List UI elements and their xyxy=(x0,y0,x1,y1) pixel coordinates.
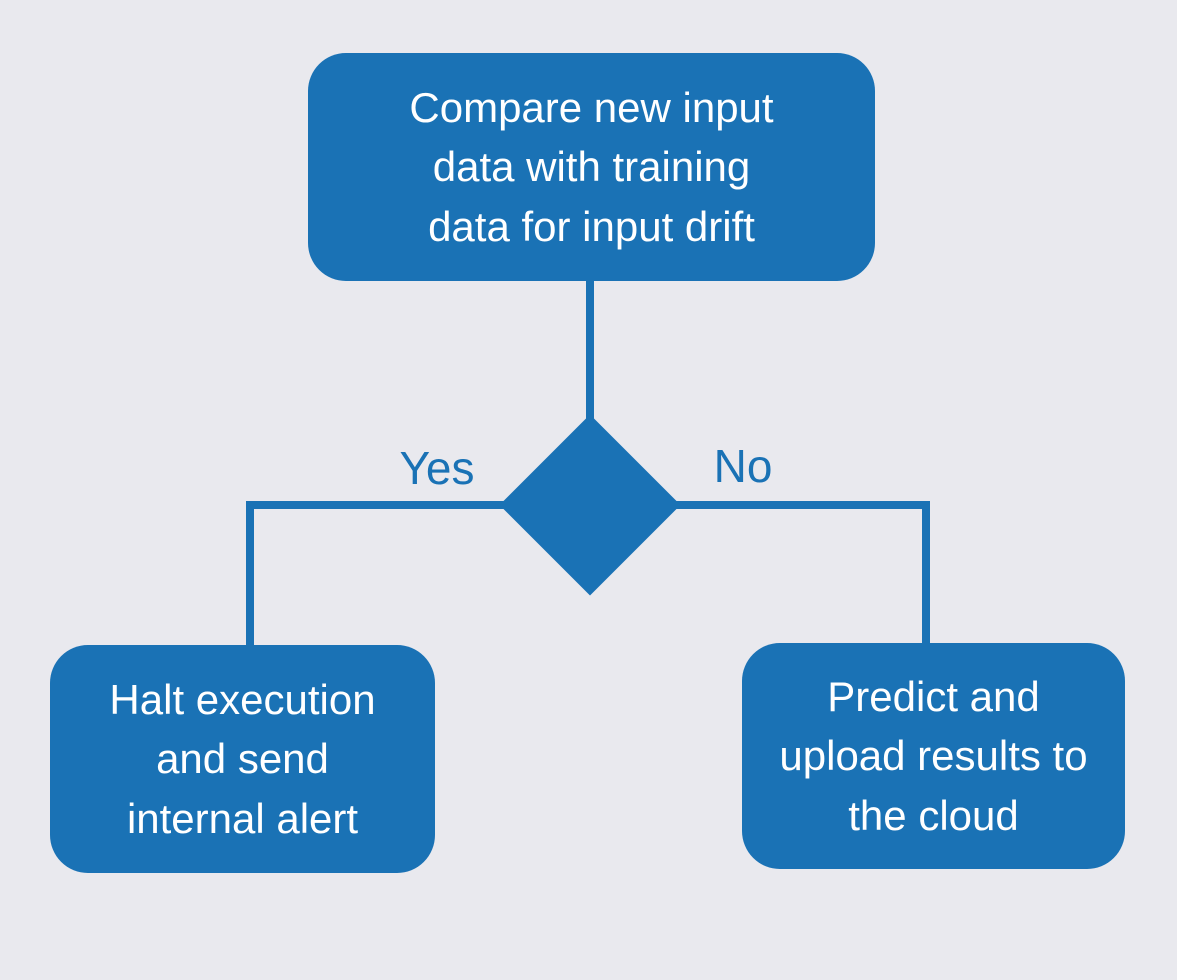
decision-diamond xyxy=(499,414,681,596)
connector-no-horizontal xyxy=(672,501,930,509)
process-node-predict-upload: Predict and upload results to the cloud xyxy=(742,643,1125,869)
connector-top-to-decision xyxy=(586,281,594,421)
process-node-compare-input-drift: Compare new input data with training dat… xyxy=(308,53,875,281)
process-node-label: Halt execution and send internal alert xyxy=(109,675,376,842)
connector-yes-horizontal xyxy=(246,501,506,509)
process-node-halt-execution: Halt execution and send internal alert xyxy=(50,645,435,873)
branch-label-yes: Yes xyxy=(399,442,475,494)
connector-no-vertical xyxy=(922,501,930,647)
process-node-label: Predict and upload results to the cloud xyxy=(779,672,1088,839)
connector-yes-vertical xyxy=(246,501,254,649)
process-node-label: Compare new input data with training dat… xyxy=(409,83,774,250)
branch-label-no: No xyxy=(713,440,773,492)
